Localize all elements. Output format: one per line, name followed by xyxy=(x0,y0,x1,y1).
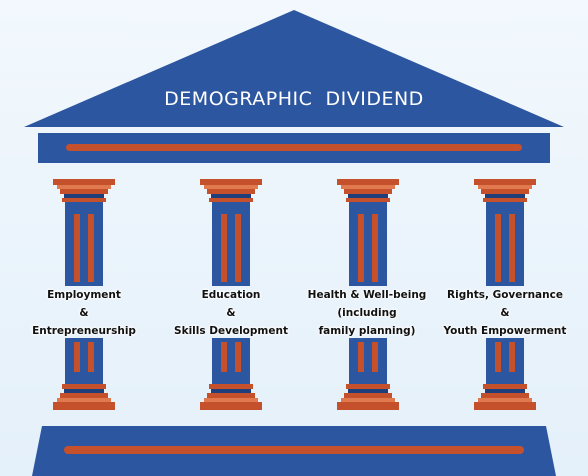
pillar-employment xyxy=(53,179,115,410)
top-beam-stripe xyxy=(66,144,522,151)
pillar-label-line: & xyxy=(500,307,510,319)
pillar-capital xyxy=(53,179,115,185)
pillar-flute xyxy=(221,342,227,372)
pillar-shaft xyxy=(486,338,524,384)
pillar-capital xyxy=(344,189,392,194)
pillar-base xyxy=(211,389,251,393)
pillar-flute xyxy=(358,342,364,372)
pillar-flute xyxy=(235,214,241,282)
pillar-label-line: Entrepreneurship xyxy=(32,325,136,337)
pillar-flute xyxy=(372,214,378,282)
pillar-base xyxy=(483,384,527,389)
pillar-label-line: Skills Development xyxy=(174,325,288,337)
pillar-base xyxy=(485,389,525,393)
pillar-capital xyxy=(207,189,255,194)
pillar-label-line: family planning) xyxy=(318,325,416,337)
pillar-shaft xyxy=(212,338,250,384)
pillar-label-line: & xyxy=(226,307,236,319)
pillar-base xyxy=(60,393,108,398)
pillar-label-employment: Employment & Entrepreneurship xyxy=(9,286,159,340)
pillar-flute xyxy=(88,342,94,372)
pillar-label-line: Employment xyxy=(47,289,121,301)
base-stripe xyxy=(64,446,524,454)
pillar-flute xyxy=(495,214,501,282)
pillar-flute xyxy=(221,214,227,282)
pillar-label-line: Education xyxy=(201,289,261,301)
pillar-capital xyxy=(483,198,527,202)
pillar-shaft xyxy=(349,202,387,286)
pillar-flute xyxy=(74,214,80,282)
pillar-shaft xyxy=(65,202,103,286)
pillar-capital xyxy=(337,179,399,185)
pillar-flute xyxy=(235,342,241,372)
pillar-label-rights: Rights, Governance & Youth Empowerment xyxy=(430,286,580,340)
pillar-label-line: & xyxy=(79,307,89,319)
pillar-label-line: Youth Empowerment xyxy=(443,325,567,337)
pillar-capital xyxy=(485,194,525,198)
diagram-title: DEMOGRAPHIC DIVIDEND xyxy=(164,88,424,110)
pillar-flute xyxy=(372,342,378,372)
pillar-base xyxy=(337,402,399,410)
pillar-flute xyxy=(495,342,501,372)
pillar-flute xyxy=(509,214,515,282)
pillar-capital xyxy=(348,194,388,198)
pillar-education xyxy=(200,179,262,410)
pillar-capital xyxy=(60,189,108,194)
pillar-flute xyxy=(358,214,364,282)
pillar-shaft xyxy=(349,338,387,384)
pillar-shaft xyxy=(65,338,103,384)
pillar-rights xyxy=(474,179,536,410)
pillar-label-line: Health & Well-being xyxy=(307,289,427,301)
pillar-base xyxy=(481,393,529,398)
pillar-label-education: Education & Skills Development xyxy=(156,286,306,340)
pillar-capital xyxy=(478,185,532,189)
pillar-capital xyxy=(200,179,262,185)
pillar-flute xyxy=(88,214,94,282)
pillar-health xyxy=(337,179,399,410)
pillar-shaft xyxy=(212,202,250,286)
pillar-base xyxy=(62,384,106,389)
pillar-base xyxy=(474,402,536,410)
pillar-base xyxy=(207,393,255,398)
pillar-flute xyxy=(74,342,80,372)
pillar-capital xyxy=(481,189,529,194)
pillar-base xyxy=(53,402,115,410)
pillar-capital xyxy=(209,198,253,202)
pillar-base xyxy=(209,384,253,389)
pillar-base xyxy=(341,398,395,402)
pillar-capital xyxy=(341,185,395,189)
pillar-base xyxy=(346,384,390,389)
pillar-capital xyxy=(62,198,106,202)
pillar-base xyxy=(348,389,388,393)
pillar-capital xyxy=(204,185,258,189)
pillar-capital xyxy=(64,194,104,198)
pillar-capital xyxy=(211,194,251,198)
pillar-label-health: Health & Well-being (including family pl… xyxy=(292,286,442,340)
pillar-capital xyxy=(346,198,390,202)
pillar-base xyxy=(64,389,104,393)
pillar-capital xyxy=(57,185,111,189)
pillar-capital xyxy=(474,179,536,185)
roof-triangle xyxy=(24,10,564,127)
pillar-shaft xyxy=(486,202,524,286)
pillar-label-line: Rights, Governance xyxy=(447,289,563,301)
pillar-base xyxy=(200,402,262,410)
pillar-base xyxy=(344,393,392,398)
pillar-base xyxy=(478,398,532,402)
pillar-base xyxy=(204,398,258,402)
pillar-label-line: (including xyxy=(337,307,397,319)
pillar-flute xyxy=(509,342,515,372)
pillar-base xyxy=(57,398,111,402)
